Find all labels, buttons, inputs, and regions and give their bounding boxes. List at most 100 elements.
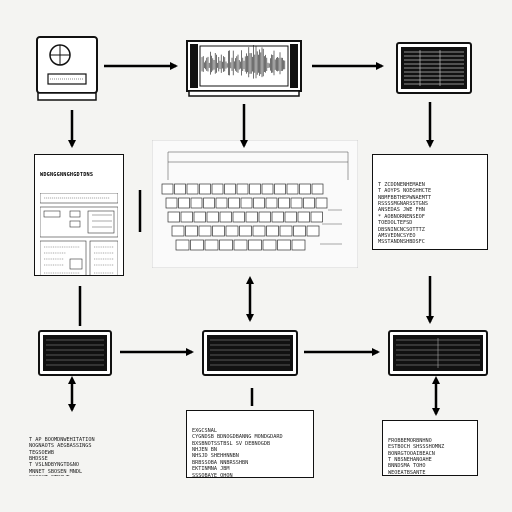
document-line: TEGSOEWB bbox=[29, 449, 54, 456]
keyboard-key bbox=[315, 197, 328, 209]
document-line: BRBSSOBA NNBRSSHBN bbox=[192, 459, 249, 466]
document-line: T ZCDDNENHEMAEN bbox=[378, 181, 425, 188]
keyboard-key bbox=[206, 211, 219, 223]
document-line: EKTINMNA JBM bbox=[192, 466, 230, 473]
keyboard-key bbox=[174, 183, 186, 195]
document-line: T AP BOOMDNWEHITATION bbox=[29, 436, 95, 443]
document-line: AMSVEDNCSYEO bbox=[378, 233, 416, 240]
document-line: SSSSYT OTNOWE bbox=[29, 475, 113, 476]
document-line: FROBBEMORBNHNO bbox=[388, 437, 432, 444]
keyboard-key bbox=[215, 197, 228, 209]
keyboard-key bbox=[236, 183, 249, 195]
document-line: ESTBOCH SHSSSHOMNZ bbox=[388, 444, 445, 451]
keyboard-key bbox=[178, 197, 190, 209]
keyboard-key bbox=[252, 225, 266, 237]
document-line: WEOEATBSANTE bbox=[388, 469, 426, 476]
keyboard-key bbox=[262, 239, 277, 251]
document-line: T AOYPS NOEGHHCTE bbox=[378, 188, 432, 195]
document-line: NOGNAOTS AEGBASSINGS bbox=[29, 443, 92, 450]
keyboard-key bbox=[175, 239, 190, 251]
keyboard-key bbox=[190, 239, 204, 251]
document-line: CYGNDSB BDNOGDBANNG MONDGDARD bbox=[192, 434, 283, 441]
document-line: ANSEDAS JWE FHN bbox=[378, 207, 425, 214]
keyboard-key bbox=[306, 225, 320, 237]
document-line: NBMFBBTHEPWNAEMTT bbox=[378, 194, 432, 201]
mid-left-document: WDGNGGNNGHGDTDNS bbox=[34, 154, 124, 276]
keyboard-key bbox=[185, 225, 198, 237]
document-line: RSSSSMGNARSSTGNS bbox=[378, 201, 428, 208]
document-line: EXGCSNAL bbox=[192, 427, 217, 434]
keyboard-key bbox=[258, 211, 271, 223]
keyboard-key bbox=[165, 197, 178, 209]
keyboard-key bbox=[274, 183, 286, 195]
keyboard-key bbox=[299, 183, 311, 195]
document-line: NHSJD SHEHHNNBN bbox=[192, 453, 239, 460]
keyboard-key bbox=[180, 211, 193, 223]
keyboard-key bbox=[266, 225, 279, 237]
keyboard-key bbox=[228, 197, 240, 209]
document-line: MSSTANDNSHBDSFC bbox=[378, 239, 425, 246]
keyboard-key bbox=[278, 197, 290, 209]
keyboard-key bbox=[297, 211, 310, 223]
keyboard-key bbox=[271, 211, 284, 223]
keyboard-key bbox=[284, 211, 297, 223]
keyboard-key bbox=[212, 225, 225, 237]
keyboard-key bbox=[204, 239, 219, 251]
keyboard-key bbox=[225, 225, 239, 237]
document-line: T VSLNDBYNGTD&NO bbox=[29, 462, 79, 469]
keyboard-key bbox=[240, 197, 253, 209]
document-line: * AOBNORNENSEOF bbox=[378, 213, 425, 220]
keyboard-key bbox=[167, 211, 180, 223]
keyboard-key bbox=[211, 183, 224, 195]
keyboard-key bbox=[161, 183, 174, 195]
keyboard-key bbox=[311, 183, 324, 195]
keyboard-key bbox=[190, 197, 203, 209]
computer-icon bbox=[36, 36, 98, 102]
keyboard-key bbox=[219, 211, 232, 223]
keyboard-schematic-icon bbox=[151, 139, 359, 269]
keyboard-key bbox=[253, 197, 265, 209]
keyboard-key bbox=[293, 225, 306, 237]
keyboard-key bbox=[277, 239, 291, 251]
keyboard-key bbox=[249, 183, 261, 195]
keyboard-key bbox=[239, 225, 252, 237]
mid-left-document-heading: WDGNGGNNGHGDTDNS bbox=[40, 171, 94, 178]
lower-right-monitor bbox=[388, 330, 488, 376]
keyboard-key bbox=[245, 211, 258, 223]
keyboard-key bbox=[232, 211, 245, 223]
keyboard-key bbox=[310, 211, 323, 223]
waveform-monitor-icon bbox=[186, 40, 302, 98]
keyboard-key bbox=[224, 183, 236, 195]
keyboard-key bbox=[291, 239, 306, 251]
keyboard-key bbox=[193, 211, 206, 223]
keyboard-key bbox=[303, 197, 315, 209]
keyboard-key bbox=[199, 183, 211, 195]
document-line: BHDSSE bbox=[29, 456, 48, 463]
keyboard-key bbox=[279, 225, 293, 237]
document-line: T NBSNEHANOAHE bbox=[388, 457, 432, 464]
keyboard-key bbox=[219, 239, 233, 251]
document-line: NHJEN BN bbox=[192, 447, 217, 454]
document-line: MNNET SBOSEN MNDL bbox=[29, 468, 83, 475]
mid-left-document-form bbox=[40, 193, 118, 275]
document-line: TOEDOLTEFSD bbox=[378, 220, 413, 227]
keyboard-key bbox=[233, 239, 248, 251]
document-line: DBSNINCNCSOTTTZ bbox=[378, 226, 425, 233]
document-line: BONRGTOOAIBEACN bbox=[388, 450, 435, 457]
document-line: BXSBNOTSSTBSL SV DEBNOGDB bbox=[192, 440, 271, 447]
keyboard-key bbox=[171, 225, 185, 237]
keyboard-key bbox=[186, 183, 199, 195]
keyboard-key bbox=[248, 239, 262, 251]
document-line: BNNDSMA TOHO bbox=[388, 463, 426, 470]
keyboard-key bbox=[261, 183, 274, 195]
lower-mid-monitor bbox=[202, 330, 298, 376]
